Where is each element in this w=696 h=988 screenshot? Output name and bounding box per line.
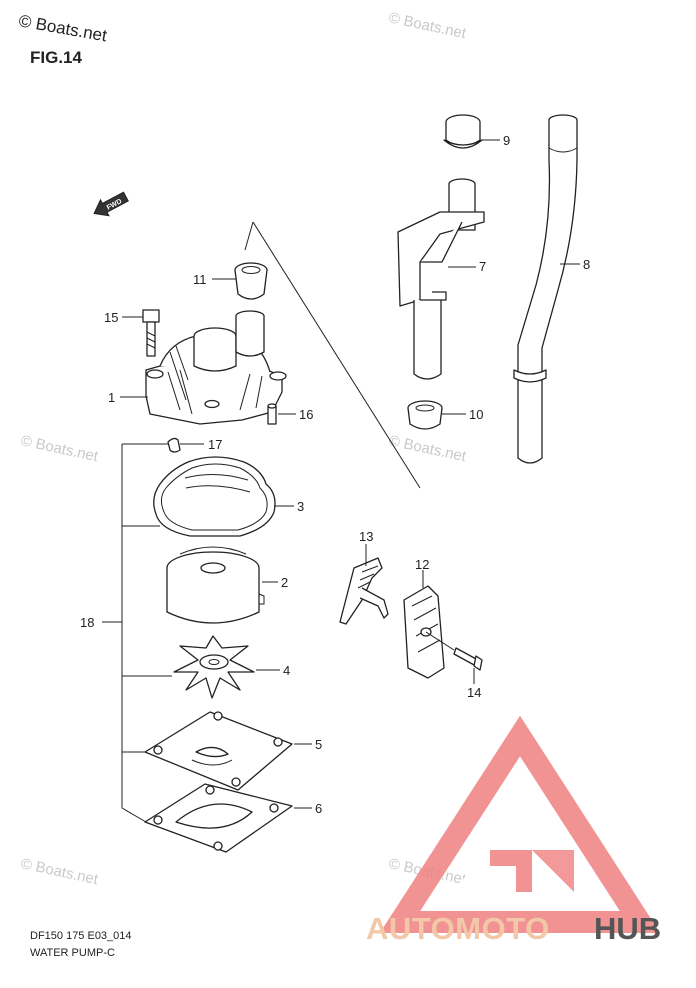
part-7-pipe-bracket <box>397 178 485 380</box>
callout-12: 12 <box>415 557 429 572</box>
brand-logo-text-1: AUTOMOTO <box>366 911 550 946</box>
callout-3: 3 <box>297 499 304 514</box>
forward-arrow-icon: FWD <box>93 191 129 217</box>
watermark: © Boats.net <box>387 9 468 42</box>
part-2-liner <box>166 546 265 624</box>
section-divider <box>244 221 254 251</box>
part-4-impeller <box>173 635 255 699</box>
part-5-plate <box>144 711 293 791</box>
callout-14: 14 <box>467 685 481 700</box>
callout-15: 15 <box>104 310 118 325</box>
part-13-clip <box>339 557 389 625</box>
part-11-grommet <box>234 262 268 300</box>
section-divider <box>252 221 421 489</box>
callout-16: 16 <box>299 407 313 422</box>
callout-13: 13 <box>359 529 373 544</box>
part-6-gasket <box>144 783 293 853</box>
footer-name: WATER PUMP-C <box>30 947 115 959</box>
callout-6: 6 <box>315 801 322 816</box>
brand-logo <box>379 715 661 933</box>
copyright-text: © Boats.net <box>17 11 108 45</box>
brand-logo-text-2: HUB <box>594 911 661 946</box>
part-15-bolt <box>142 309 160 357</box>
watermark: © Boats.net <box>19 432 100 465</box>
callout-4: 4 <box>283 663 290 678</box>
callout-5: 5 <box>315 737 322 752</box>
watermark: © Boats.net <box>387 432 468 465</box>
callout-1: 1 <box>108 390 115 405</box>
callout-18: 18 <box>80 615 94 630</box>
part-17-key <box>167 437 181 453</box>
part-10-grommet <box>407 400 443 430</box>
watermark: © Boats.net <box>19 855 100 888</box>
figure-title: FIG.14 <box>30 48 83 67</box>
callout-17: 17 <box>208 437 222 452</box>
part-3-oring <box>153 456 276 537</box>
part-12-anode <box>403 585 445 679</box>
callout-9: 9 <box>503 133 510 148</box>
bracket-18 <box>121 443 172 823</box>
part-14-screw <box>425 631 483 671</box>
footer-code: DF150 175 E03_014 <box>30 930 132 942</box>
callout-11: 11 <box>193 272 207 287</box>
callout-2: 2 <box>281 575 288 590</box>
part-1-pump-housing <box>145 310 287 425</box>
callout-7: 7 <box>479 259 486 274</box>
part-16-dowel-pin <box>267 403 277 425</box>
callout-8: 8 <box>583 257 590 272</box>
callout-10: 10 <box>469 407 483 422</box>
part-8-bent-pipe <box>513 114 578 464</box>
part-9-sleeve <box>443 114 483 149</box>
